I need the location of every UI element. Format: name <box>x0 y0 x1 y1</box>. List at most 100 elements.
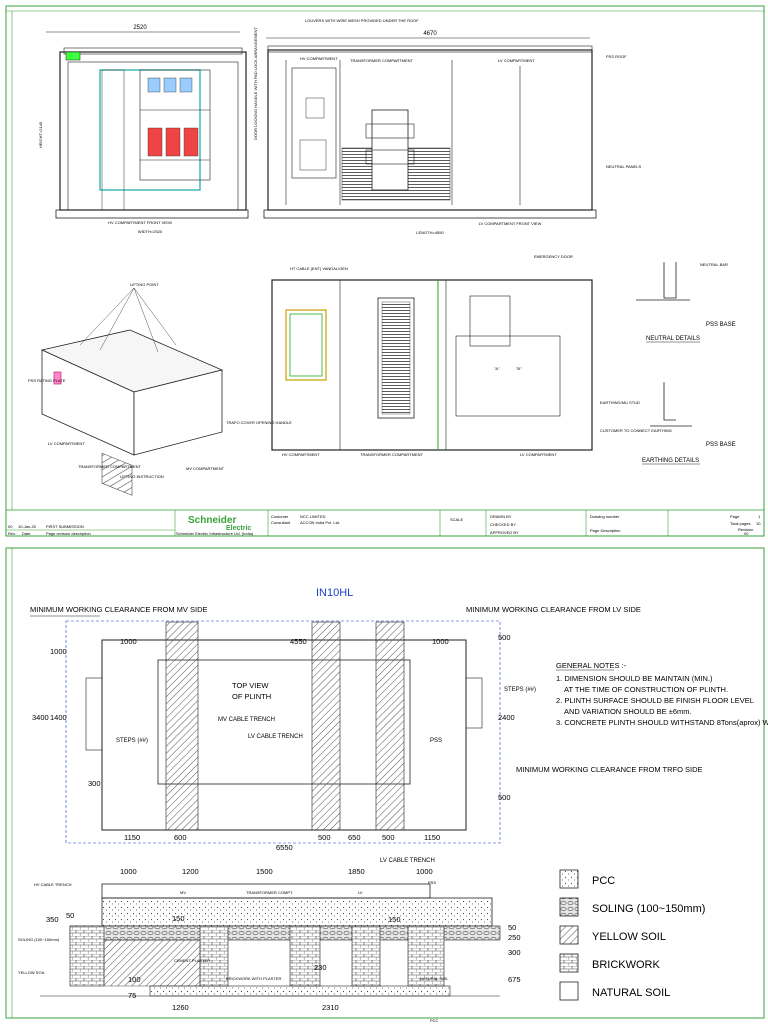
section-yellow-label: YELLOW SOIL <box>18 970 46 975</box>
dim-1150-left: 1150 <box>124 833 140 842</box>
section-mv-label: MV <box>180 890 186 895</box>
legend-natural: NATURAL SOIL <box>592 987 670 999</box>
sec-dim-150-left: 150 <box>172 914 185 923</box>
sec-dim-1500: 1500 <box>256 867 273 876</box>
sec-dim-1200: 1200 <box>182 867 199 876</box>
neutral-panels-label: NEUTRAL PANELS <box>606 164 641 169</box>
desc-hdr: Page revision description <box>46 531 91 536</box>
steps-right-box <box>465 677 483 729</box>
plinth-top-view: MINIMUM WORKING CLEARANCE FROM MV SIDE M… <box>30 605 703 852</box>
isometric-view: LIFTING POINT PSS RATING PLATE LV COMPAR… <box>28 282 225 496</box>
sec-dim-250: 250 <box>508 933 521 942</box>
mv-cable-trench-fill <box>165 621 199 831</box>
dim-1000-left: 1000 <box>50 647 67 656</box>
sec-dim-230: 230 <box>314 963 327 972</box>
yellow-soil-fill <box>103 939 201 987</box>
page-description: Page Description <box>590 528 620 533</box>
view-a-label: "A" <box>494 366 500 371</box>
view-b-label: "B" <box>516 366 522 371</box>
notes-heading: GENERAL NOTES :- <box>556 661 627 670</box>
drawn-by: DRAWN BY <box>490 514 512 519</box>
section-hv-trench-label: HV CABLE TRENCH <box>34 882 72 887</box>
schneider-logo-sub: Electric <box>226 525 251 532</box>
sec-dim-1260: 1260 <box>172 1003 189 1012</box>
sec-dim-1000: 1000 <box>120 867 137 876</box>
legend-yellow: YELLOW SOIL <box>592 931 666 943</box>
general-notes: GENERAL NOTES :- 1. DIMENSION SHOULD BE … <box>556 661 768 727</box>
note-2b: AND VARIATION SHOULD BE ±6mm. <box>564 707 692 716</box>
lv-comp-label: LV COMPARTMENT <box>498 58 535 63</box>
revision-label: Revision <box>738 527 753 532</box>
section-lv-label: LV <box>358 890 363 895</box>
checked-by: CHECKED BY <box>490 522 516 527</box>
length-label: LENGTH=4550 <box>416 230 444 235</box>
plan-hv-comp: HV COMPARTMENT <box>282 452 320 457</box>
door-lock-label: DOOR LOCKING HANDLE WITH PAD LOCK ARRANG… <box>253 27 258 140</box>
pss-base-label-1: PSS BASE <box>706 322 736 328</box>
total-pages-value: 10 <box>756 521 761 526</box>
legend-swatch-soling <box>559 897 579 917</box>
brickwork-mid3 <box>351 925 381 987</box>
pss-footprint <box>157 659 411 785</box>
dim-4550: 4550 <box>290 637 307 646</box>
dim-650: 650 <box>348 833 361 842</box>
dim-600: 600 <box>174 833 187 842</box>
sec-dim-1850: 1850 <box>348 867 365 876</box>
dim-1000-top-right: 1000 <box>432 637 449 646</box>
lifting-point-label: LIFTING POINT <box>130 282 159 287</box>
dim-6550: 6550 <box>276 843 293 852</box>
pss-base-label-2: PSS BASE <box>706 442 736 448</box>
brickwork-left <box>69 925 105 987</box>
brickwork-mid2 <box>289 925 321 987</box>
plan-lv-comp: LV COMPARTMENT <box>520 452 557 457</box>
neutral-bar-label: NEUTRAL BAR <box>700 262 728 267</box>
sec-dim-1000b: 1000 <box>416 867 433 876</box>
lv-compartment-iso-label: LV COMPARTMENT <box>48 441 85 446</box>
consultant-value: ACCON India Pvt. Ltd. <box>300 520 340 525</box>
date-hdr: Date <box>22 531 31 536</box>
sheet-2: IN10HL MINIMUM WORKING CLEARANCE FROM MV… <box>5 547 768 1023</box>
plan-view: "A" "B" HT CABLE (ENT) VANDAL/GEN EMERGE… <box>226 254 593 457</box>
approved-by: APPROVED BY <box>490 530 519 535</box>
legend-swatch-natural <box>559 981 579 1001</box>
rev-hdr: Rev. <box>8 531 16 536</box>
dim-3400: 3400 <box>32 713 49 722</box>
details: NEUTRAL BAR PSS BASE NEUTRAL DETAILS EAR… <box>600 262 736 465</box>
earthing-mu-label: EARTHING/MU STUD <box>600 400 640 405</box>
sec-dim-350: 350 <box>46 915 59 924</box>
scale-label: SCALE <box>450 517 463 522</box>
steps-left-box <box>85 677 103 751</box>
pss-label: PSS <box>430 738 442 744</box>
legend-soling: SOLING (100~150mm) <box>592 903 705 915</box>
company-name: Schneider Electric Infrastructure Ltd. (… <box>176 531 254 536</box>
transformer-plan <box>377 297 415 419</box>
brickwork-mid1 <box>199 925 229 987</box>
section-lv-trench-label: LV CABLE TRENCH <box>380 858 435 864</box>
lv-front-view-label: LV COMPARTMENT FRONT VIEW <box>479 221 542 226</box>
section-brickwork-label: BRICKWORK WITH PLASTER <box>226 976 281 981</box>
pss-rating-label: PSS RATING PLATE <box>28 378 66 383</box>
section-natural-label: NATURAL SOIL <box>420 976 449 981</box>
steps-right-label: STEPS (##) <box>504 687 536 693</box>
lv-panel <box>291 67 337 179</box>
sec-dim-300: 300 <box>508 948 521 957</box>
note-3: 3. CONCRETE PLINTH SHOULD WITHSTAND 8Ton… <box>556 718 768 727</box>
sec-dim-50-left: 50 <box>66 911 74 920</box>
section-pss-label: PSS <box>428 880 436 885</box>
dim-500-top: 500 <box>498 633 511 642</box>
ht-cable-label: HT CABLE (ENT) VANDAL/GEN <box>290 266 348 271</box>
hv-comp-label: HV COMPARTMENT <box>300 56 338 61</box>
lv-cable-trench-fill-1 <box>311 621 341 831</box>
plan-tx-comp: TRANSFORMER COMPARTMENT <box>360 452 424 457</box>
total-pages-label: Total pages <box>730 521 750 526</box>
section-soling-label: SOLING (100~150mm) <box>18 937 60 942</box>
rev-desc: FIRST SUBMISSION <box>46 524 84 529</box>
clearance-outline <box>65 620 501 844</box>
dim-length-4670: 4670 <box>423 31 437 37</box>
green-indicator <box>65 51 81 61</box>
plinth-section-view: LV CABLE TRENCH HV CABLE TRENCH MV TRANS… <box>18 858 521 1023</box>
pss-roof-label: PSS ROOF <box>606 54 627 59</box>
trench-bottom <box>149 985 451 997</box>
tx-comp-label: TRANSFORMER COMPARTMENT <box>350 58 414 63</box>
steps-left-label: STEPS (##) <box>116 738 148 744</box>
